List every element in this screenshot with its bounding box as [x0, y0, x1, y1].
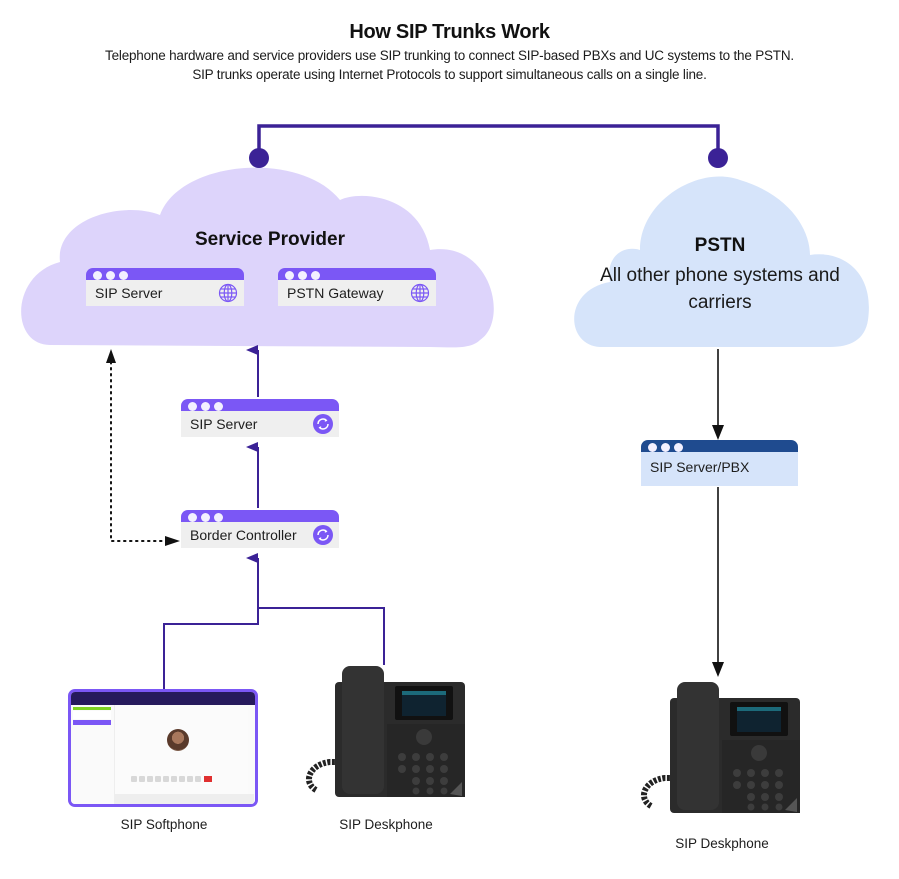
- softphone-topbar: [71, 692, 255, 705]
- subtitle-line-1: Telephone hardware and service providers…: [105, 48, 794, 63]
- sp-pstn-gateway-label: PSTN Gateway: [287, 285, 384, 301]
- softphone-illustration: [68, 689, 258, 807]
- softphone-connector: [163, 608, 259, 689]
- pstn-description: All other phone systems and carriers: [600, 265, 840, 313]
- softphone-footer: [114, 794, 254, 804]
- service-provider-title: Service Provider: [195, 229, 345, 250]
- softphone-user-card: [73, 711, 111, 719]
- sp-pstn-gateway-window: PSTN Gateway: [278, 268, 436, 306]
- softphone-status-bar: [73, 707, 111, 710]
- sync-icon: [313, 525, 333, 545]
- deskphone-illustration-left: [306, 666, 465, 797]
- deskphone-illustration-right: [641, 682, 800, 813]
- subtitle-line-2: SIP trunks operate using Internet Protoc…: [192, 67, 707, 82]
- deskphone-left-label: SIP Deskphone: [339, 817, 433, 832]
- border-controller-label: Border Controller: [190, 527, 297, 543]
- softphone-action-bar: [73, 720, 111, 725]
- globe-icon: [410, 283, 430, 303]
- softphone-call-controls: [131, 776, 212, 782]
- sp-sip-server-label: SIP Server: [95, 285, 163, 301]
- sip-server-pbx-window: SIP Server/PBX: [641, 440, 798, 486]
- pstn-title: PSTN: [694, 235, 746, 256]
- softphone-right-rail: [248, 705, 255, 804]
- trunk-endpoint-left: [249, 148, 269, 168]
- sp-sip-server-window: SIP Server: [86, 268, 244, 306]
- sync-icon: [313, 414, 333, 434]
- deskphone-connector: [258, 607, 385, 665]
- globe-icon: [218, 283, 238, 303]
- border-controller-window: Border Controller: [181, 510, 339, 548]
- sip-server-window: SIP Server: [181, 399, 339, 437]
- dotted-bypass-arrow: [106, 349, 180, 546]
- softphone-label: SIP Softphone: [120, 817, 208, 832]
- trunk-endpoint-right: [708, 148, 728, 168]
- softphone-avatar: [167, 729, 189, 751]
- sip-server-pbx-label: SIP Server/PBX: [650, 459, 750, 475]
- page-title: How SIP Trunks Work: [349, 21, 550, 43]
- pstn-cloud: [574, 176, 869, 347]
- sip-trunk-connector: [249, 124, 728, 168]
- service-provider-cloud: [21, 167, 494, 348]
- deskphone-right-label: SIP Deskphone: [675, 836, 769, 851]
- sip-server-label: SIP Server: [190, 416, 258, 432]
